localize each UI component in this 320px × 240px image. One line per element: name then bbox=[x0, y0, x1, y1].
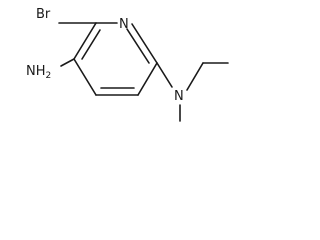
bond-c6-n bbox=[156, 62, 173, 88]
chemical-structure: Br N NH2 N bbox=[26, 7, 229, 122]
bond-c3-nh2 bbox=[60, 58, 75, 67]
ring-bond-c3-c4 bbox=[73, 58, 97, 96]
ring-bond-c6-n1-outer bbox=[131, 23, 158, 64]
atom-label-tertiary-nitrogen: N bbox=[174, 89, 184, 104]
ring-bond-c6-n1-inner bbox=[126, 28, 150, 64]
ring-bond-c2-c3-outer bbox=[73, 22, 97, 60]
ring-bond-c2-c3-inner bbox=[81, 29, 101, 60]
atom-label-ring-nitrogen: N bbox=[119, 17, 129, 32]
amine-hydrogen-count: 2 bbox=[46, 71, 52, 81]
bond-n-ethyl-ch2 bbox=[186, 62, 204, 91]
ring-bond-c5-c6 bbox=[137, 62, 158, 96]
atom-label-amine: NH2 bbox=[26, 64, 51, 81]
amine-hydrogen: H bbox=[36, 64, 46, 79]
atom-label-bromine: Br bbox=[36, 7, 51, 22]
amine-element: N bbox=[26, 64, 36, 79]
